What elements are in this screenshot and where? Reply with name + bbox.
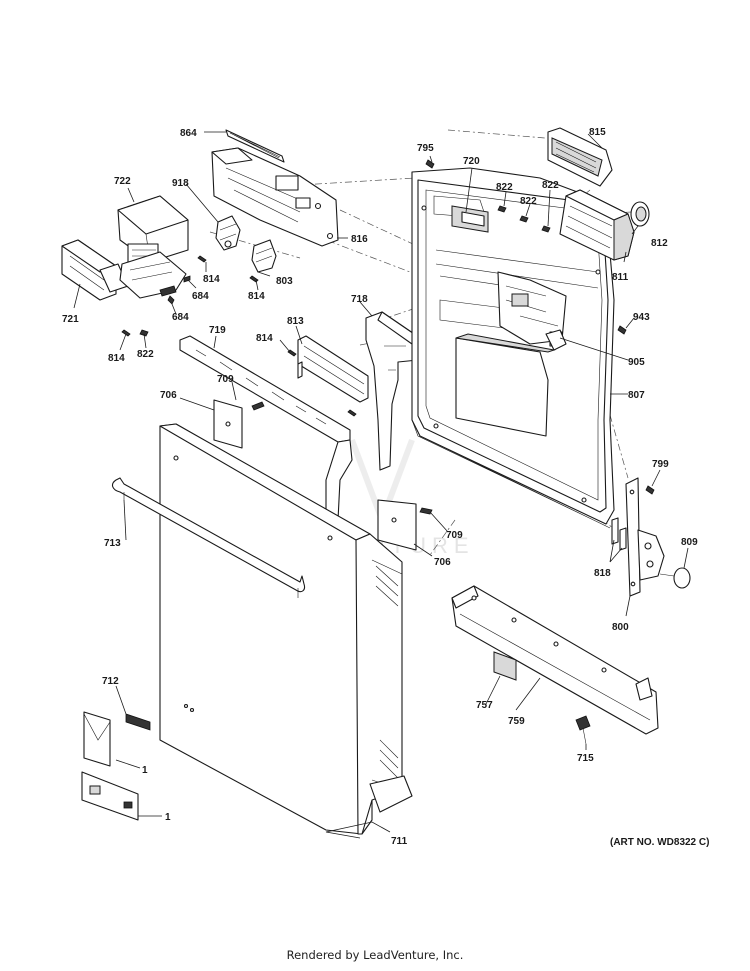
part-722-module[interactable] — [117, 195, 189, 263]
label-709-a: 709 — [217, 374, 234, 385]
label-811: 811 — [612, 272, 629, 283]
part-818-pins[interactable] — [611, 517, 627, 551]
label-757: 757 — [476, 700, 493, 711]
part-816-bracket[interactable] — [211, 147, 339, 247]
label-709-b: 709 — [446, 530, 463, 541]
label-812: 812 — [651, 238, 668, 249]
part-813-bracket[interactable] — [297, 335, 369, 403]
label-814-b: 814 — [248, 291, 265, 302]
label-822-c: 822 — [542, 180, 559, 191]
screws-upper-right — [425, 159, 655, 495]
part-918-switch[interactable] — [215, 215, 241, 251]
part-809-pulley[interactable] — [659, 567, 691, 589]
label-905: 905 — [628, 357, 645, 368]
label-822-b: 822 — [496, 182, 513, 193]
label-814-a: 814 — [203, 274, 220, 285]
label-803: 803 — [276, 276, 293, 287]
label-1-b: 1 — [165, 812, 171, 823]
part-713-handle[interactable] — [111, 477, 306, 598]
part-712-badge[interactable] — [125, 713, 151, 731]
label-864: 864 — [180, 128, 197, 139]
label-722: 722 — [114, 176, 131, 187]
label-807: 807 — [628, 390, 645, 401]
label-943: 943 — [633, 312, 650, 323]
part-815-vent[interactable] — [547, 127, 613, 187]
label-813: 813 — [287, 316, 304, 327]
part-706-lower-cover[interactable] — [377, 499, 417, 551]
label-800: 800 — [612, 622, 629, 633]
label-822-a: 822 — [137, 349, 154, 360]
label-814-d: 814 — [256, 333, 273, 344]
label-684-a: 684 — [192, 291, 209, 302]
label-818: 818 — [594, 568, 611, 579]
label-684-b: 684 — [172, 312, 189, 323]
label-799: 799 — [652, 459, 669, 470]
label-918: 918 — [172, 178, 189, 189]
part-811-dispenser[interactable] — [559, 189, 635, 261]
label-713: 713 — [104, 538, 121, 549]
label-711: 711 — [391, 836, 408, 847]
part-715-screw[interactable] — [575, 715, 591, 745]
label-809: 809 — [681, 537, 698, 548]
label-712: 712 — [102, 676, 119, 687]
part-1-literature-a[interactable] — [83, 711, 111, 767]
part-803-switch[interactable] — [251, 239, 277, 273]
part-719-console-strip[interactable] — [179, 335, 353, 521]
label-719: 719 — [209, 325, 226, 336]
label-795: 795 — [417, 143, 434, 154]
part-706-upper-cover[interactable] — [213, 399, 243, 449]
label-1-a: 1 — [142, 765, 148, 776]
part-684-board[interactable] — [119, 251, 187, 299]
label-759: 759 — [508, 716, 525, 727]
part-812-knob[interactable] — [630, 201, 650, 227]
part-757-label[interactable] — [493, 651, 517, 681]
label-718: 718 — [351, 294, 368, 305]
part-labels: 864 722 918 816 814 803 814 684 684 721 … — [62, 127, 709, 848]
art-number: (ART NO. WD8322 C) — [610, 837, 709, 848]
part-864-strip[interactable] — [225, 129, 285, 163]
part-800-hinge[interactable] — [625, 477, 665, 597]
leader-lines — [73, 131, 689, 839]
part-759-kickplate[interactable] — [451, 585, 659, 735]
part-1-literature-b[interactable] — [81, 771, 139, 821]
part-905-latch[interactable] — [545, 329, 567, 351]
label-720: 720 — [463, 156, 480, 167]
label-721: 721 — [62, 314, 79, 325]
label-815: 815 — [589, 127, 606, 138]
label-706-a: 706 — [160, 390, 177, 401]
label-706-b: 706 — [434, 557, 451, 568]
label-814-c: 814 — [108, 353, 125, 364]
footer-credit: Rendered by LeadVenture, Inc. — [286, 948, 464, 962]
part-807-inner-door-liner[interactable] — [411, 167, 615, 529]
label-816: 816 — [351, 234, 368, 245]
label-715: 715 — [577, 753, 594, 764]
part-711-door-panel[interactable] — [159, 423, 413, 835]
label-822-d: 822 — [520, 196, 537, 207]
part-721-connector[interactable] — [61, 239, 129, 301]
